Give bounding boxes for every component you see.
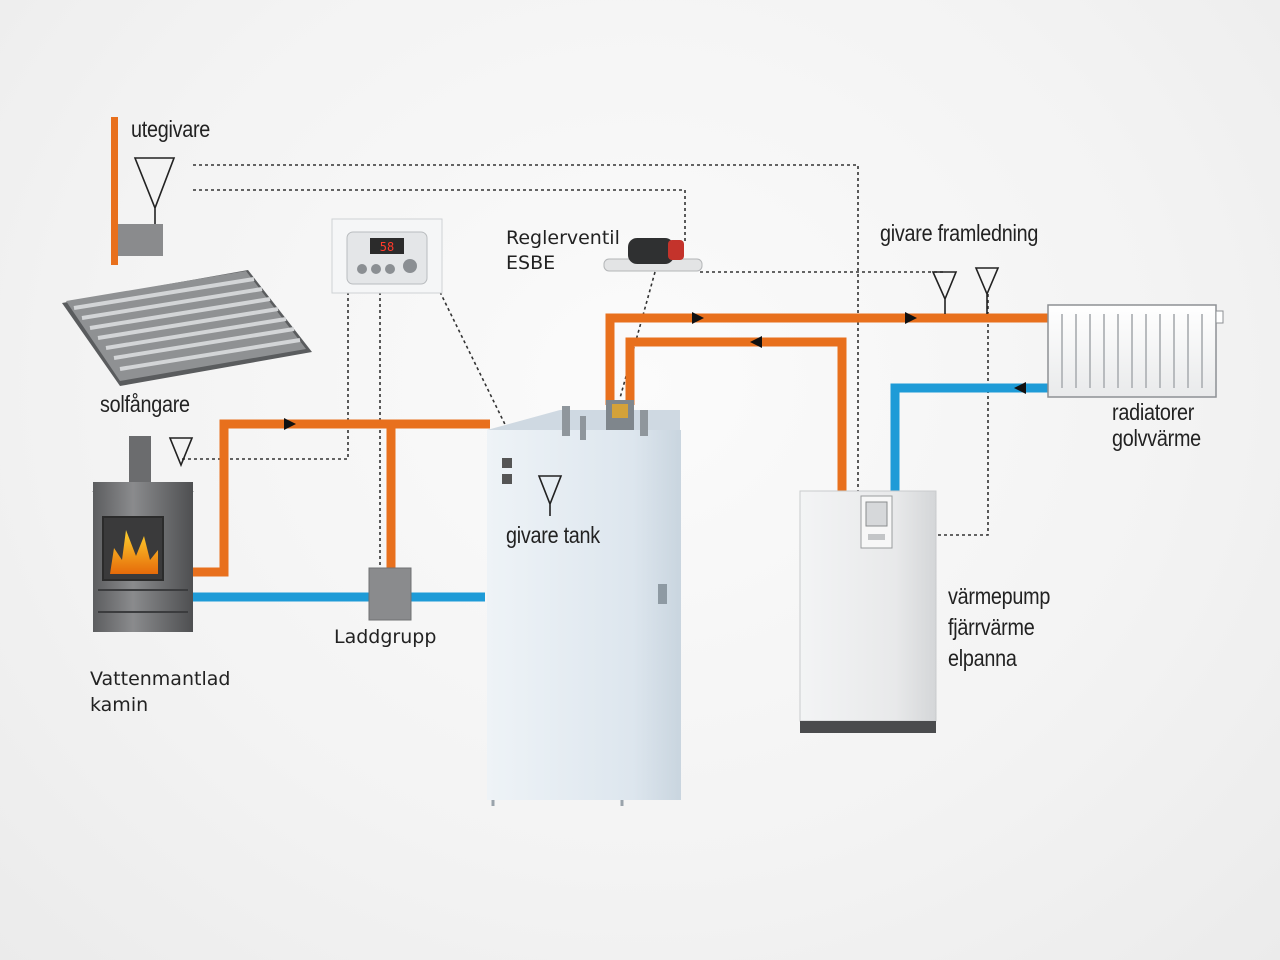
label-reglerventil: Reglerventil ESBE: [506, 227, 620, 275]
cold-pipe-radiator-return: [890, 383, 1048, 493]
label-reglerventil-line1: Reglerventil: [506, 227, 620, 249]
flow-arrow-supply-1: [692, 312, 704, 324]
controller-display-value: 58: [380, 240, 394, 254]
esbe-control-valve: [603, 238, 703, 272]
flow-sensor-1-symbol: [931, 271, 958, 314]
label-radiatorer-line2: golvvärme: [1112, 424, 1201, 451]
label-kamin-line2: kamin: [90, 694, 149, 717]
controller-display: [370, 238, 404, 254]
label-radiatorer: radiatorer golvvärme: [1112, 399, 1201, 452]
flow-arrows: [284, 312, 1026, 430]
label-kamin-line1: Vattenmantlad: [90, 668, 231, 690]
controller: 58: [331, 218, 443, 294]
outdoor-sensor-symbol: [133, 157, 176, 224]
signal-line-controller-to-stove-sensor: [182, 292, 349, 460]
laddgrupp-unit: [368, 567, 412, 621]
stove-sensor-symbol: [168, 437, 194, 468]
hot-pipes: [190, 313, 1048, 577]
stove-chimney: [129, 436, 151, 482]
outdoor-sensor: [111, 117, 176, 265]
outdoor-sensor-box: [118, 224, 163, 256]
outdoor-sensor-wall: [111, 117, 118, 265]
label-heat-source-line2: fjärrvärme: [948, 613, 1035, 640]
tank-sensor-symbol: [537, 475, 563, 516]
signal-line-outdoor-to-valve: [193, 189, 686, 242]
label-heat-source-line1: värmepump: [948, 583, 1051, 609]
radiator: [1047, 304, 1224, 398]
flow-arrow-boiler-return: [750, 336, 762, 348]
hot-pipe-boiler-loop: [625, 337, 847, 493]
label-laddgrupp: Laddgrupp: [334, 626, 437, 648]
flow-arrow-supply-2: [905, 312, 917, 324]
storage-tank: [487, 400, 681, 806]
label-kamin: Vattenmantlad kamin: [90, 668, 231, 717]
hot-pipe-stove-flow: [190, 419, 490, 577]
label-givare-tank: givare tank: [506, 522, 600, 548]
solar-collector: [62, 270, 312, 386]
storage-tank-body: [487, 430, 681, 800]
label-solfangare: solfångare: [100, 391, 190, 417]
signal-line-controller-to-valve: [619, 271, 656, 399]
stove-fire: [110, 530, 158, 574]
label-utegivare: utegivare: [131, 116, 211, 142]
signal-line-outdoor-to-boiler: [193, 164, 859, 492]
label-radiatorer-line1: radiatorer: [1112, 399, 1195, 425]
signal-line-boiler-sensor: [938, 292, 989, 536]
hot-pipe-tank-to-radiator: [605, 313, 1048, 405]
flow-arrow-stove: [284, 418, 296, 430]
label-heat-source: värmepump fjärrvärme elpanna: [948, 583, 1051, 671]
stove: [92, 436, 194, 632]
label-givare-framledning: givare framledning: [880, 220, 1039, 246]
cold-pipes: [190, 383, 1048, 602]
label-reglerventil-line2: ESBE: [506, 252, 556, 275]
heat-source-unit: [799, 490, 937, 733]
flow-sensor-2-symbol: [974, 267, 1000, 314]
flow-arrow-radiator-return: [1014, 382, 1026, 394]
label-heat-source-line3: elpanna: [948, 644, 1017, 671]
